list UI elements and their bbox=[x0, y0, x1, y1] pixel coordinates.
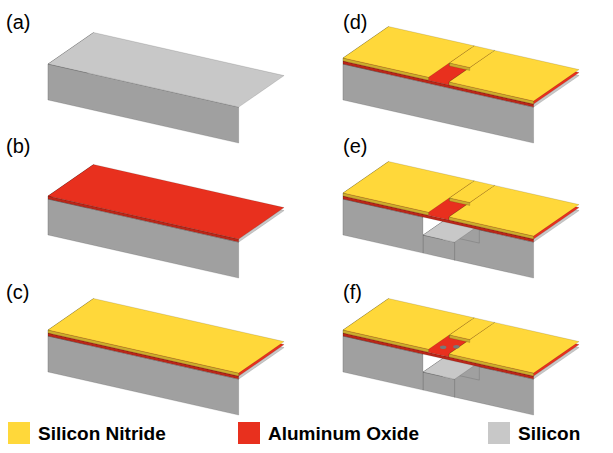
panel-label: (d) bbox=[343, 12, 367, 32]
layer-top bbox=[48, 33, 284, 108]
layer-top bbox=[48, 165, 284, 240]
panel-label: (b) bbox=[6, 136, 30, 156]
legend-swatch bbox=[488, 422, 510, 444]
legend-entry: Silicon Nitride bbox=[8, 422, 166, 444]
legend-swatch bbox=[8, 422, 30, 444]
panel-label: (a) bbox=[6, 12, 30, 32]
layer-top bbox=[48, 299, 284, 374]
panel-label: (c) bbox=[6, 282, 29, 302]
legend-swatch bbox=[238, 422, 260, 444]
legend-entry: Aluminum Oxide bbox=[238, 422, 419, 444]
legend-text: Aluminum Oxide bbox=[268, 424, 419, 443]
legend-text: Silicon bbox=[518, 424, 580, 443]
legend-text: Silicon Nitride bbox=[38, 424, 166, 443]
membrane-hole bbox=[440, 346, 446, 350]
legend-entry: Silicon bbox=[488, 422, 580, 444]
layer-top bbox=[343, 299, 474, 350]
layer-top bbox=[343, 162, 474, 213]
panel-label: (e) bbox=[343, 136, 367, 156]
membrane-hole bbox=[453, 345, 459, 349]
panel-label: (f) bbox=[343, 282, 362, 302]
layer-top bbox=[343, 27, 474, 78]
